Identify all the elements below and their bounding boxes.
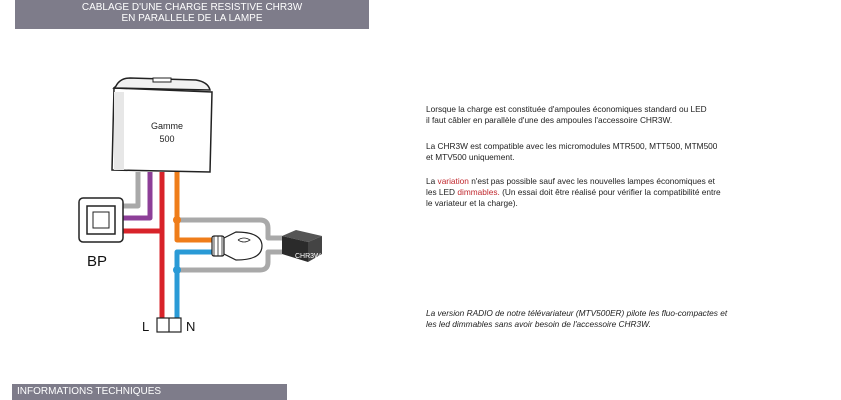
- wires: [122, 172, 282, 318]
- gamme500-module: Gamme 500: [111, 77, 213, 173]
- banner-title-line2: EN PARALLELE DE LA LAMPE: [121, 13, 263, 24]
- bp-label: BP: [87, 253, 107, 270]
- module-label-line1: Gamme: [151, 121, 183, 131]
- compat-line2: et MTV500 uniquement.: [426, 152, 515, 162]
- l-label: L: [142, 319, 149, 334]
- dimmables-highlight: dimmables.: [457, 187, 500, 197]
- gray-chr3w-upper-wire: [177, 217, 282, 241]
- compat-line1: La CHR3W est compatible avec les micromo…: [426, 141, 718, 151]
- gray-wire: [122, 172, 141, 209]
- junction-dot-orange: [173, 216, 181, 224]
- technical-info-header: INFORMATIONS TECHNIQUES: [12, 384, 287, 400]
- module-label-line2: 500: [159, 134, 174, 144]
- radio-line1: La version RADIO de notre télévariateur …: [426, 308, 728, 318]
- variation-line2-post: (Un essai doit être réalisé pour vérifie…: [499, 187, 721, 197]
- variation-highlight: variation: [437, 176, 469, 186]
- push-button-bp: BP: [78, 197, 124, 270]
- chr3w-accessory: CHR3W: [282, 230, 322, 262]
- radio-line2: les led dimmables sans avoir besoin de l…: [426, 319, 651, 329]
- paragraph-intro: Lorsque la charge est constituée d'ampou…: [426, 104, 806, 126]
- intro-line1: Lorsque la charge est constituée d'ampou…: [426, 104, 707, 114]
- purple-wire: [122, 172, 153, 221]
- variation-line3: le variateur et la charge).: [426, 198, 518, 208]
- banner-title-line1: CABLAGE D'UNE CHARGE RESISTIVE CHR3W: [81, 2, 303, 13]
- paragraph-compatibility: La CHR3W est compatible avec les micromo…: [426, 141, 806, 163]
- variation-rest: n'est pas possible sauf avec les nouvell…: [468, 176, 715, 186]
- intro-line2: il faut câbler en parallèle d'une des am…: [426, 115, 673, 125]
- terminal-block: L N: [142, 317, 195, 334]
- red-phase-wire: [122, 172, 165, 318]
- variation-line2-pre: les LED: [426, 187, 458, 197]
- n-label: N: [186, 319, 195, 334]
- junction-dot-blue: [173, 266, 181, 274]
- lamp-icon: [211, 231, 263, 261]
- paragraph-variation: La variation n'est pas possible sauf ave…: [426, 176, 806, 209]
- section-header-banner: CABLAGE D'UNE CHARGE RESISTIVE CHR3W EN …: [15, 0, 369, 29]
- variation-line2: les LED dimmables. (Un essai doit être r…: [426, 187, 806, 198]
- chr3w-device-label: CHR3W: [295, 253, 321, 260]
- variation-line1: La variation n'est pas possible sauf ave…: [426, 176, 806, 187]
- orange-wire: [174, 172, 212, 243]
- gray-chr3w-lower-wire: [177, 249, 282, 273]
- paragraph-radio-version: La version RADIO de notre télévariateur …: [426, 308, 806, 330]
- blue-neutral-wire: [174, 249, 212, 318]
- variation-pre: La: [426, 176, 438, 186]
